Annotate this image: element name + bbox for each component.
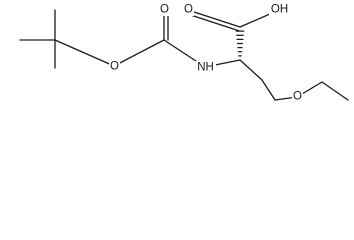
bond-acid-c-o bbox=[187, 9, 241, 28]
label-bg-nh bbox=[195, 61, 216, 74]
label-bg-oh bbox=[269, 3, 290, 16]
label-bg-o-ester bbox=[109, 60, 120, 73]
molecule-structure: O O NH O OH O bbox=[19, 3, 349, 103]
atom-nh: NH bbox=[197, 62, 214, 74]
bond-ester-o-carbonyl-c bbox=[113, 39, 165, 67]
atom-o-carbonyl-boc: O bbox=[160, 4, 169, 16]
bond-beta-gamma bbox=[261, 79, 276, 101]
label-bg-o-carbonyl-boc bbox=[159, 3, 170, 16]
atom-oh: OH bbox=[271, 4, 288, 16]
atom-label-layer: O O NH O OH O bbox=[109, 3, 303, 103]
label-bg-o-acid-carbonyl bbox=[183, 3, 194, 16]
bond-ethyl-methyl bbox=[321, 81, 349, 101]
atom-o-ester: O bbox=[110, 61, 119, 73]
bond-tbu-ester-o bbox=[54, 39, 115, 67]
bond-alpha-beta bbox=[239, 59, 263, 81]
bond-layer bbox=[19, 9, 349, 101]
atom-o-ether: O bbox=[293, 91, 302, 103]
bond-acid-c-o-double bbox=[186, 13, 240, 32]
atom-o-acid-carbonyl: O bbox=[184, 4, 193, 16]
label-bg-o-ether bbox=[292, 90, 303, 103]
